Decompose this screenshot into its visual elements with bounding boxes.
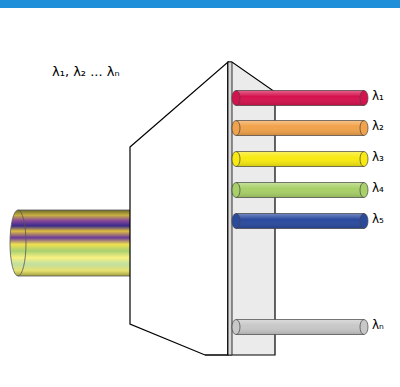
output-fibres: [232, 91, 368, 335]
fibre: [232, 152, 368, 167]
wavelength-label: λₙ: [372, 318, 384, 332]
fibre: [232, 91, 368, 106]
input-cable: [10, 210, 138, 276]
input-wavelengths-label: λ₁, λ₂ ... λₙ: [52, 64, 120, 80]
wavelength-label: λ₄: [372, 181, 384, 195]
fibre: [232, 214, 368, 229]
wavelength-label: λ₂: [372, 119, 384, 133]
demultiplexer-body: [130, 62, 275, 355]
wavelength-label: λ₃: [372, 150, 384, 164]
fibre: [232, 320, 368, 335]
fibre: [232, 121, 368, 136]
wavelength-label: λ₅: [372, 212, 384, 226]
wavelength-label: λ₁: [372, 89, 384, 103]
fibre: [232, 183, 368, 198]
top-bar: [0, 0, 400, 8]
